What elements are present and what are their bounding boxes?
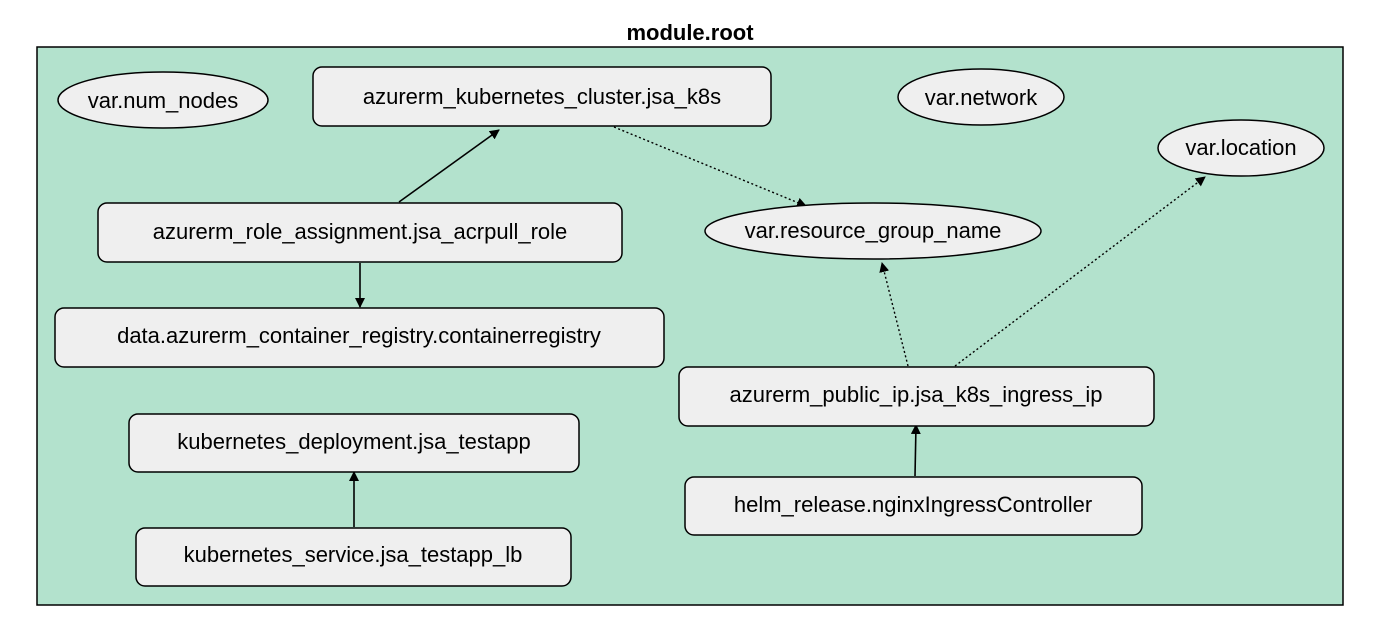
node-helm-release[interactable]: helm_release.nginxIngressController (684, 476, 1143, 536)
cluster-title: module.root (626, 20, 754, 45)
node-label: azurerm_role_assignment.jsa_acrpull_role (153, 219, 568, 244)
node-shape (1157, 119, 1325, 177)
edges (349, 126, 1206, 527)
node-shape (678, 366, 1155, 427)
node-var-network[interactable]: var.network (897, 68, 1065, 126)
node-var-location[interactable]: var.location (1157, 119, 1325, 177)
edge-role-assignment-to-k8s-cluster (398, 129, 500, 203)
node-shape (57, 71, 269, 129)
node-azurerm-public-ip[interactable]: azurerm_public_ip.jsa_k8s_ingress_ip (678, 366, 1155, 427)
edge-k8s-cluster-to-resource-group-name (613, 126, 807, 208)
node-label: var.resource_group_name (745, 218, 1002, 243)
edge-public-ip-to-location (954, 176, 1206, 367)
node-azurerm-role-assignment[interactable]: azurerm_role_assignment.jsa_acrpull_role (97, 202, 623, 263)
node-label: kubernetes_deployment.jsa_testapp (177, 429, 530, 454)
node-label: kubernetes_service.jsa_testapp_lb (184, 542, 523, 567)
node-label: helm_release.nginxIngressController (734, 492, 1092, 517)
node-shape (54, 307, 665, 368)
edge-helm-release-to-public-ip (910, 424, 921, 477)
node-label: azurerm_kubernetes_cluster.jsa_k8s (363, 84, 721, 109)
node-kubernetes-service[interactable]: kubernetes_service.jsa_testapp_lb (135, 527, 572, 587)
node-shape (97, 202, 623, 263)
node-shape (128, 413, 580, 473)
node-label: azurerm_public_ip.jsa_k8s_ingress_ip (730, 382, 1103, 407)
node-kubernetes-deployment[interactable]: kubernetes_deployment.jsa_testapp (128, 413, 580, 473)
node-data-azurerm-container-registry[interactable]: data.azurerm_container_registry.containe… (54, 307, 665, 368)
node-shape (135, 527, 572, 587)
node-label: var.network (925, 85, 1038, 110)
node-shape (312, 66, 772, 127)
node-shape (684, 476, 1143, 536)
node-var-resource-group-name[interactable]: var.resource_group_name (704, 202, 1042, 260)
node-label: data.azurerm_container_registry.containe… (117, 323, 601, 348)
node-shape (704, 202, 1042, 260)
node-label: var.location (1185, 135, 1296, 160)
node-azurerm-kubernetes-cluster[interactable]: azurerm_kubernetes_cluster.jsa_k8s (312, 66, 772, 127)
node-var-num-nodes[interactable]: var.num_nodes (57, 71, 269, 129)
node-shape (897, 68, 1065, 126)
node-label: var.num_nodes (88, 88, 238, 113)
